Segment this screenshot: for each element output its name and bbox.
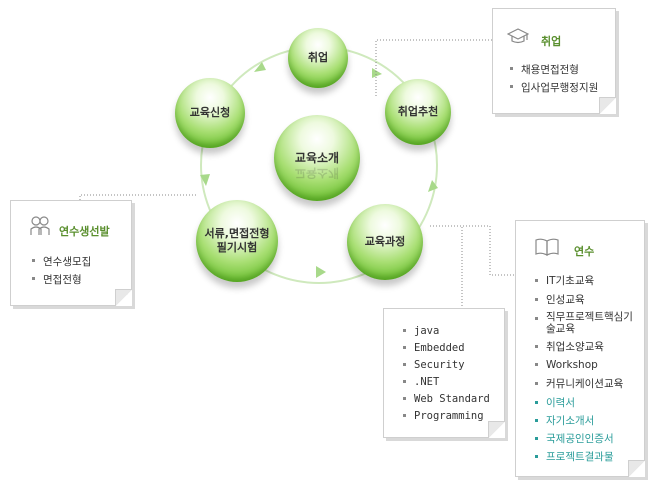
list-item: .NET <box>402 374 490 391</box>
card-employment-title: 취업 <box>541 35 562 48</box>
card-fold <box>599 97 616 114</box>
arrow-apply-to-employment <box>254 62 266 72</box>
node-screening-label: 서류,면접전형 필기시험 <box>205 227 270 255</box>
connector-training <box>430 225 515 276</box>
node-screening[interactable]: 서류,면접전형 필기시험 <box>196 200 278 282</box>
open-book-icon <box>535 238 559 256</box>
node-center-reflection: 교육소개 <box>294 166 340 180</box>
node-center[interactable]: 교육소개 교육소개 <box>274 115 360 201</box>
connector-courses <box>430 225 463 308</box>
arrow-screening-to-apply <box>200 174 210 186</box>
card-courses: java Embedded Security .NET Web Standard… <box>383 308 505 438</box>
arrow-employment-to-recommend <box>372 68 382 78</box>
node-recommend[interactable]: 취업추천 <box>385 79 451 145</box>
people-icon <box>30 216 50 235</box>
list-item: 연수생모집 <box>31 253 91 271</box>
card-fold <box>115 289 132 306</box>
list-item: Security <box>402 357 490 374</box>
card-fold <box>488 421 505 438</box>
node-apply-label: 교육신청 <box>189 106 231 120</box>
list-item: 커뮤니케이션교육 <box>534 376 642 392</box>
card-recruit: 연수생선발 연수생모집 면접전형 <box>10 200 132 306</box>
list-item-highlight: 프로젝트결과물 <box>534 449 642 465</box>
card-courses-list: java Embedded Security .NET Web Standard… <box>402 323 490 425</box>
list-item-highlight: 이력서 <box>534 395 642 411</box>
node-screening-line-1: 서류,면접전형 <box>204 227 270 241</box>
node-apply[interactable]: 교육신청 <box>175 78 245 148</box>
card-training: 연수 IT기초교육 인성교육 직무프로젝트핵심기술교육 취업소양교육 Works… <box>515 220 645 477</box>
node-employment-label: 취업 <box>307 51 329 65</box>
card-fold <box>628 460 645 477</box>
card-training-list: IT기초교육 인성교육 직무프로젝트핵심기술교육 취업소양교육 Workshop… <box>534 273 642 465</box>
arrow-course-to-screening <box>316 266 326 278</box>
list-item: 입사업무행정지원 <box>509 79 598 97</box>
list-item: 채용면접전형 <box>509 61 598 79</box>
list-item: 취업소양교육 <box>534 339 642 355</box>
node-center-label: 교육소개 <box>294 150 340 165</box>
node-recommend-label: 취업추천 <box>397 105 439 119</box>
graduation-cap-icon <box>507 28 529 44</box>
card-employment-list: 채용면접전형 입사업무행정지원 <box>509 61 598 97</box>
node-screening-line-2: 필기시험 <box>216 241 258 254</box>
card-training-title: 연수 <box>574 245 595 258</box>
list-item: 직무프로젝트핵심기술교육 <box>534 311 642 335</box>
dotted-connectors <box>79 39 515 308</box>
connector-employment <box>375 39 492 96</box>
card-recruit-title: 연수생선발 <box>59 225 110 238</box>
list-item-highlight: 자기소개서 <box>534 413 642 429</box>
list-item: java <box>402 323 490 340</box>
node-course[interactable]: 교육과정 <box>347 204 423 280</box>
list-item-highlight: 국제공인인증서 <box>534 431 642 447</box>
card-employment: 취업 채용면접전형 입사업무행정지원 <box>492 8 616 114</box>
list-item: Workshop <box>534 357 642 373</box>
card-recruit-list: 연수생모집 면접전형 <box>31 253 91 289</box>
node-employment[interactable]: 취업 <box>288 28 348 88</box>
arrow-recommend-to-course <box>428 180 438 192</box>
list-item: Embedded <box>402 340 490 357</box>
list-item: Web Standard <box>402 391 490 408</box>
list-item: IT기초교육 <box>534 273 642 289</box>
list-item: Programming <box>402 408 490 425</box>
list-item: 인성교육 <box>534 292 642 308</box>
node-course-label: 교육과정 <box>364 235 406 249</box>
cycle-arrows <box>200 62 438 278</box>
list-item: 면접전형 <box>31 271 91 289</box>
